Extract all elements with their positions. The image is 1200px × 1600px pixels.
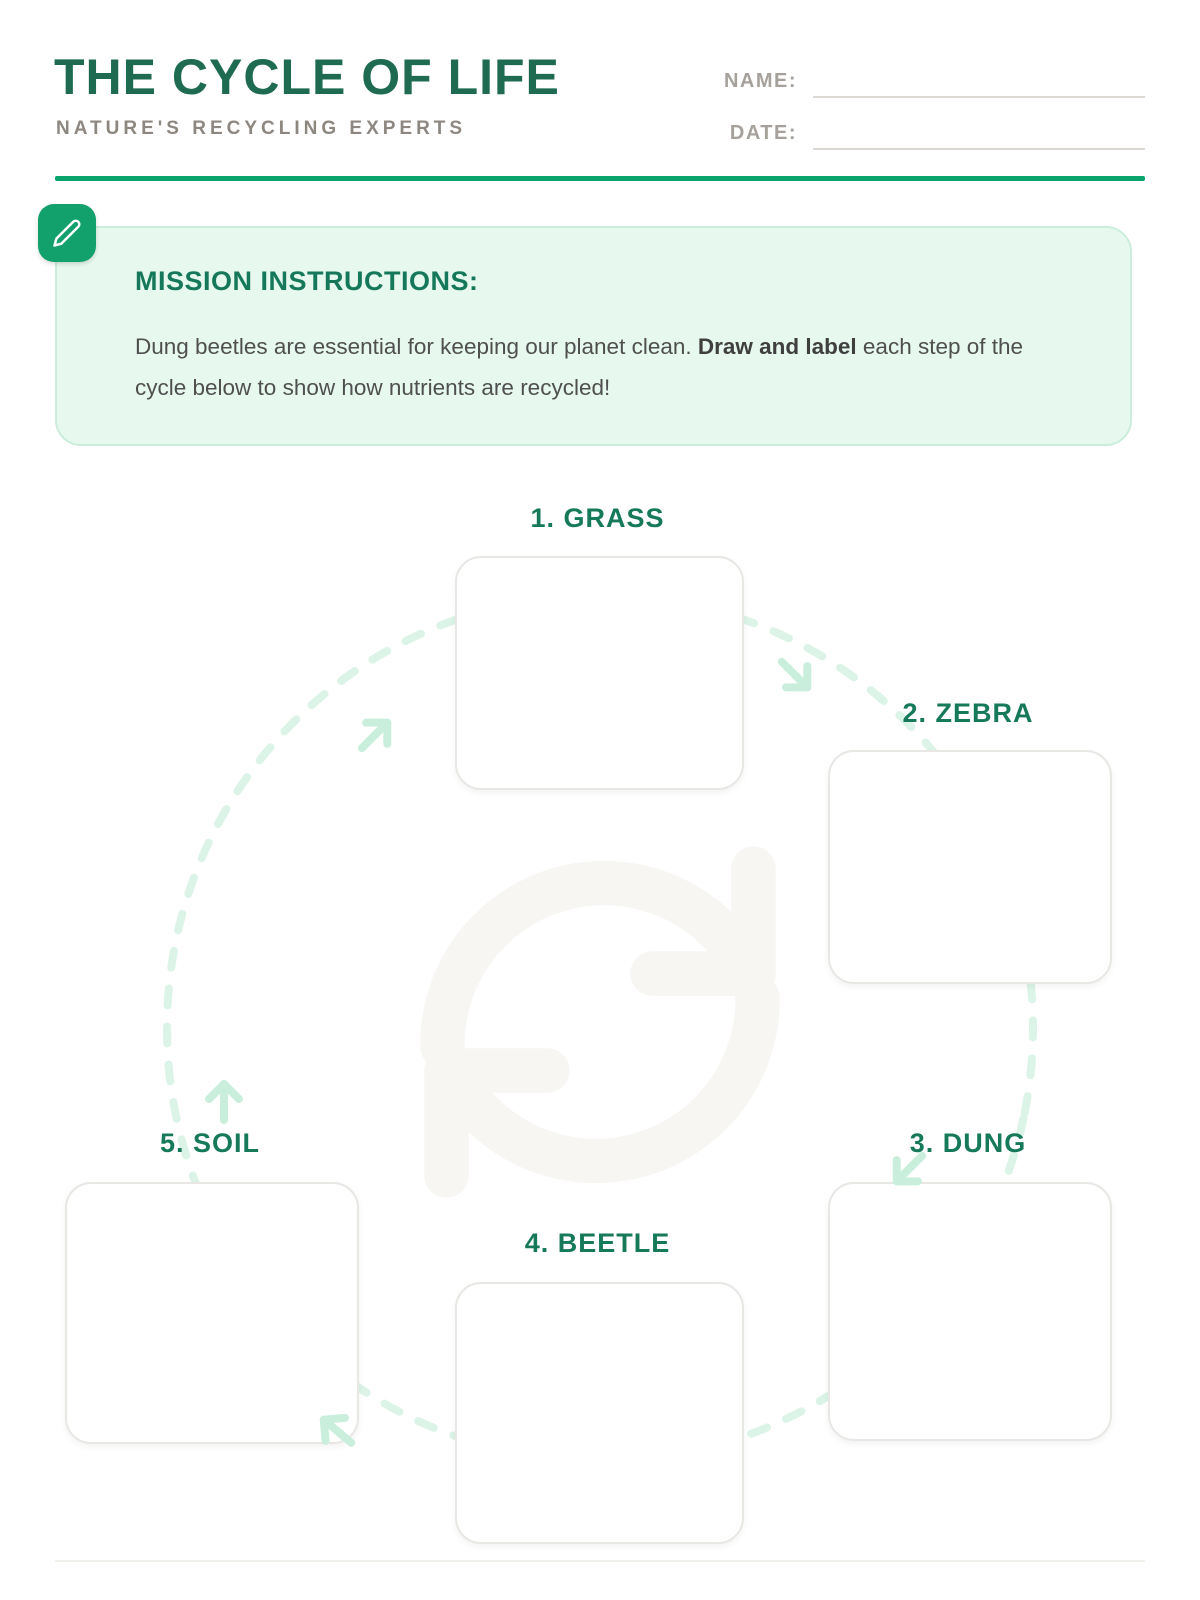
drawing-box-soil[interactable] <box>65 1182 359 1444</box>
date-label: DATE: <box>729 122 797 144</box>
step-label-dung: 3. DUNG <box>909 1128 1027 1158</box>
mission-body-suffix: each step of the cycle below to show how… <box>135 334 1024 400</box>
name-label: NAME: <box>723 70 797 92</box>
arrow-zebra-to-dung-icon <box>892 1151 927 1186</box>
mission-body-text: Dung beetles are essential for keeping o… <box>135 326 1075 408</box>
page-title: THE CYCLE OF LIFE <box>54 49 560 105</box>
name-input-line[interactable] <box>813 70 1145 98</box>
header-divider <box>55 176 1145 181</box>
mission-body-bold: Draw and label <box>697 334 857 359</box>
arrow-grass-to-zebra-icon <box>777 657 812 692</box>
arrow-soil-up-icon <box>205 1080 243 1124</box>
mission-instructions-panel <box>55 226 1132 446</box>
arrow-grass-from-soil-icon <box>357 718 392 753</box>
step-label-soil: 5. SOIL <box>159 1128 261 1158</box>
drawing-box-dung[interactable] <box>828 1182 1112 1441</box>
page-subtitle: NATURE'S RECYCLING EXPERTS <box>56 118 467 139</box>
drawing-box-beetle[interactable] <box>455 1282 744 1544</box>
pencil-icon <box>53 219 81 247</box>
recycle-refresh-icon <box>420 846 780 1198</box>
step-label-zebra: 2. ZEBRA <box>902 698 1034 728</box>
date-input-line[interactable] <box>813 122 1145 150</box>
pencil-badge <box>38 204 96 262</box>
step-label-beetle: 4. BEETLE <box>524 1228 671 1258</box>
step-label-grass: 1. GRASS <box>530 503 665 533</box>
mission-body-prefix: Dung beetles are essential for keeping o… <box>135 334 698 359</box>
drawing-box-grass[interactable] <box>455 556 744 790</box>
footer-divider <box>55 1560 1145 1562</box>
drawing-box-zebra[interactable] <box>828 750 1112 984</box>
mission-heading: MISSION INSTRUCTIONS: <box>135 266 479 296</box>
arrow-beetle-to-soil-icon <box>319 1413 356 1447</box>
